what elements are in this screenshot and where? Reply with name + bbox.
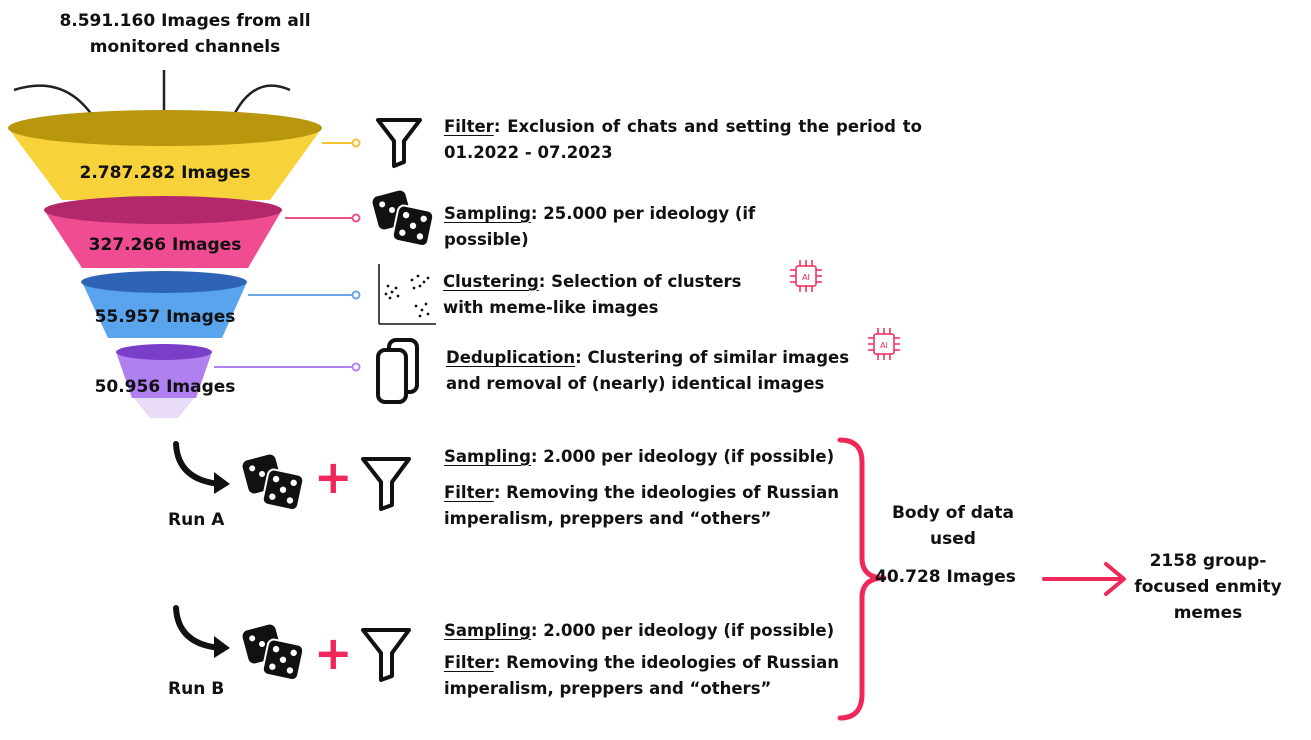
scatter-plot-icon bbox=[378, 264, 436, 325]
step-deduplication-text: Deduplication: Clustering of similar ima… bbox=[446, 348, 850, 393]
dice-icon bbox=[242, 454, 305, 512]
body-of-data-count: 40.728 Images bbox=[875, 567, 1016, 587]
funnel-layer-4 bbox=[116, 352, 212, 398]
funnel-filter-icon bbox=[361, 628, 411, 682]
plus-sign: + bbox=[314, 450, 353, 504]
run-b-sampling-text: Sampling: 2.000 per ideology (if possibl… bbox=[444, 621, 835, 640]
funnel-layer-4-label: 50.956 Images bbox=[94, 377, 236, 397]
funnel-layer-2-top bbox=[44, 196, 282, 224]
step-filter-text: Filter: Exclusion of chats and setting t… bbox=[444, 117, 922, 162]
step-title: Filter bbox=[444, 117, 494, 136]
step-title: Sampling bbox=[444, 204, 531, 223]
step-clustering-text: Clustering: Selection of clusters with m… bbox=[443, 272, 742, 317]
result-label: 2158 group-focused enmity memes bbox=[1134, 551, 1282, 623]
step-title: Clustering bbox=[443, 272, 539, 291]
dice-icon bbox=[372, 190, 435, 248]
source-count-label: 8.591.160 Images from all monitored chan… bbox=[59, 11, 311, 57]
curly-brace bbox=[837, 437, 887, 721]
dice-icon bbox=[242, 624, 305, 682]
step-title: Deduplication bbox=[446, 348, 576, 367]
step-title: Sampling bbox=[444, 621, 531, 640]
step-sampling-text: Sampling: 25.000 per ideology (if possib… bbox=[444, 204, 756, 249]
run-a-label: Run A bbox=[168, 510, 225, 530]
funnel-tail bbox=[134, 398, 194, 418]
step-title: Filter bbox=[444, 653, 494, 672]
ai-badge-text: AI bbox=[880, 341, 888, 350]
curved-arrow-icon bbox=[173, 441, 230, 494]
body-of-data-title: Body of data used bbox=[891, 503, 1015, 549]
funnel-layer-2-label: 327.266 Images bbox=[88, 235, 242, 255]
funnel-layer-1 bbox=[8, 128, 322, 200]
run-b-filter-text: Filter: Removing the ideologies of Russi… bbox=[444, 653, 839, 698]
result-arrow bbox=[1042, 562, 1126, 596]
step-title: Sampling bbox=[444, 447, 531, 466]
run-a-filter-text: Filter: Removing the ideologies of Russi… bbox=[444, 483, 839, 528]
funnel-layer-1-top bbox=[8, 110, 322, 146]
funnel-layer-3-top bbox=[81, 271, 247, 293]
funnel-layer-1-label: 2.787.282 Images bbox=[79, 163, 251, 183]
run-b-label: Run B bbox=[168, 679, 225, 699]
ai-chip-icon: AI bbox=[790, 260, 822, 292]
plus-sign: + bbox=[314, 626, 353, 680]
funnel-filter-icon bbox=[361, 457, 411, 511]
funnel-layer-3-label: 55.957 Images bbox=[94, 307, 236, 327]
funnel-layer-3 bbox=[82, 282, 247, 338]
funnel-layer-2 bbox=[44, 210, 282, 268]
funnel-filter-icon bbox=[376, 118, 422, 168]
curved-arrow-icon bbox=[173, 605, 230, 658]
run-a-sampling-text: Sampling: 2.000 per ideology (if possibl… bbox=[444, 447, 835, 466]
ai-chip-icon: AI bbox=[868, 328, 900, 360]
ai-badge-text: AI bbox=[802, 273, 810, 282]
duplicate-pages-icon bbox=[376, 338, 419, 404]
step-title: Filter bbox=[444, 483, 494, 502]
funnel-layer-4-top bbox=[116, 344, 212, 360]
